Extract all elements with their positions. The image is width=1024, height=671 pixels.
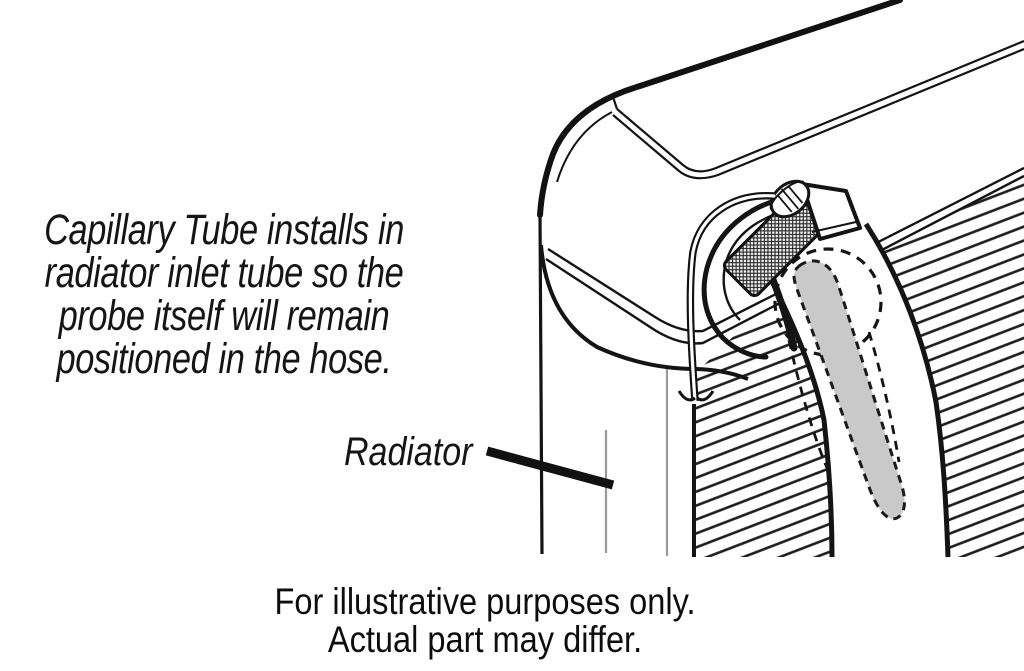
tank-top-seam-inner (612, 47, 1024, 180)
radiator-label: Radiator (344, 430, 473, 474)
caption-line-4: positioned in the hose. (56, 335, 392, 383)
core-fins-left-panel (693, 297, 833, 557)
capillary-clip-right (696, 390, 715, 402)
radiator-pointer-line (485, 446, 615, 490)
caption-line-2: radiator inlet tube so the (44, 249, 404, 297)
disclaimer-note: For illustrative purposes only. Actual p… (58, 583, 912, 659)
caption-line-3: probe itself will remain (58, 292, 390, 340)
tank-bottom-seam-outer (547, 166, 1024, 333)
capillary-tube-core (688, 194, 776, 402)
hose-inner-wall-dashed-right (867, 331, 901, 463)
caption-line-1: Capillary Tube installs in (44, 206, 404, 254)
hose-cutaway-dashed-circle (773, 247, 883, 357)
hose-inner-wall-dashed-left (787, 339, 829, 469)
hose-end-rim-outer (701, 193, 803, 360)
disclaimer-line-2: Actual part may differ. (327, 619, 643, 660)
capillary-tube (677, 192, 776, 402)
disclaimer-line-1: For illustrative purposes only. (274, 581, 696, 622)
radiator-side-edges (604, 360, 669, 556)
hose-clamp (722, 179, 862, 298)
screw-head-cap (769, 180, 805, 211)
tank-top-outline (537, 0, 903, 218)
clamp-housing-seam (811, 221, 857, 233)
screw-slot-lines (776, 185, 804, 213)
tank-corner-notch (611, 96, 619, 110)
tank-left-edge (538, 214, 544, 555)
capillary-install-caption: Capillary Tube installs in radiator inle… (0, 209, 448, 381)
tank-bottom-silhouette (539, 244, 749, 381)
tank-bottom-seam-inner (545, 174, 1024, 345)
capillary-clip-left (677, 390, 696, 402)
hose-right-edge (863, 222, 951, 558)
clamp-screw (769, 179, 811, 219)
tank-top-seam-outer (616, 39, 1024, 173)
tank-endcap-seam (556, 111, 613, 183)
temperature-probe-bulb (792, 259, 906, 521)
